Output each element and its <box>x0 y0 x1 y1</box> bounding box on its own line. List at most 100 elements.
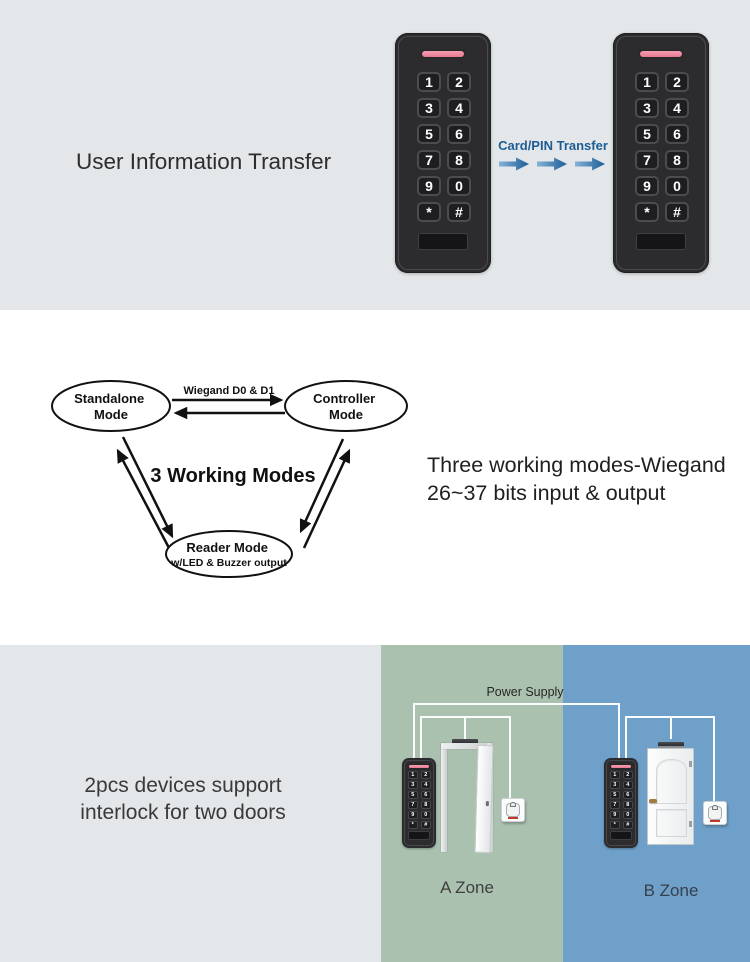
open-door-zone-a <box>474 744 494 854</box>
led-indicator <box>422 51 464 57</box>
keypad-key-5: 5 <box>610 791 620 799</box>
modes-caption: Three working modes-Wiegand 26~37 bits i… <box>427 452 726 507</box>
zone-b-wire-button-drop <box>713 716 715 801</box>
electric-lock-zone-b <box>658 742 684 748</box>
keypad-key-6: 6 <box>421 791 431 799</box>
zone-a-label: A Zone <box>440 878 494 897</box>
section-interlock: 2pcs devices support interlock for two d… <box>0 645 750 962</box>
keypad-key-1: 1 <box>635 72 659 92</box>
interlock-caption: 2pcs devices support interlock for two d… <box>53 773 313 826</box>
interlock-caption-line2: interlock for two doors <box>80 800 286 824</box>
node-controller-mode <box>284 380 408 432</box>
transfer-label: Card/PIN Transfer <box>498 138 608 153</box>
node-standalone-label: Standalone Mode <box>74 391 148 422</box>
keypad-key-2: 2 <box>623 771 633 779</box>
wire-to-keypad-b <box>618 703 620 758</box>
keypad-key-*: * <box>610 821 620 829</box>
led-indicator <box>611 765 631 768</box>
card-reader-window <box>408 831 430 840</box>
door-hinge <box>689 761 692 767</box>
card-reader-window <box>418 233 468 250</box>
keypad-key-2: 2 <box>421 771 431 779</box>
power-supply-label: Power Supply <box>486 685 564 699</box>
keypad-key-2: 2 <box>447 72 471 92</box>
door-handle <box>649 799 657 803</box>
keypad-key-7: 7 <box>610 801 620 809</box>
keypad-key-#: # <box>665 202 689 222</box>
led-indicator <box>409 765 429 768</box>
node-reader-mode <box>165 530 293 578</box>
keypad-key-3: 3 <box>610 781 620 789</box>
keypad-key-1: 1 <box>408 771 418 779</box>
zone-a-wire-keypad-drop <box>420 716 422 758</box>
keypad-key-7: 7 <box>635 150 659 170</box>
zone-b-wire-keypad-drop <box>625 716 627 758</box>
arrow-reader-to-controller <box>302 448 351 549</box>
keypad-key-8: 8 <box>421 801 431 809</box>
arrow-reader-to-standalone <box>116 448 171 549</box>
door-lower-panel <box>656 809 687 837</box>
zone-a-wire-lock-drop <box>464 716 466 740</box>
card-reader-window <box>610 831 632 840</box>
node-controller-label: Controller Mode <box>313 391 379 422</box>
exit-button-indicator <box>710 820 720 822</box>
door-frame-top-zone-a <box>441 743 493 749</box>
keypad-key-7: 7 <box>417 150 441 170</box>
keypad-key-6: 6 <box>623 791 633 799</box>
door-upper-panel <box>656 759 687 804</box>
keypad-key-9: 9 <box>417 176 441 196</box>
keypad-key-4: 4 <box>447 98 471 118</box>
keypad-key-6: 6 <box>447 124 471 144</box>
power-supply-wire <box>413 703 620 705</box>
keypad-key-8: 8 <box>447 150 471 170</box>
keypad-key-1: 1 <box>417 72 441 92</box>
doorbell-icon <box>510 802 516 807</box>
transfer-arrow-icon <box>499 157 529 171</box>
keypad-key-9: 9 <box>610 811 620 819</box>
keypad-key-5: 5 <box>417 124 441 144</box>
interlock-caption-line1: 2pcs devices support <box>84 774 282 797</box>
exit-button-zone-a <box>501 798 525 822</box>
led-indicator <box>640 51 682 57</box>
keypad-key-9: 9 <box>635 176 659 196</box>
exit-button-zone-b <box>703 801 727 825</box>
modes-caption-line1: Three working modes-Wiegand <box>427 453 726 477</box>
keypad-key-6: 6 <box>665 124 689 144</box>
keypad-key-0: 0 <box>447 176 471 196</box>
node-standalone-mode <box>51 380 171 432</box>
transfer-arrow-icon <box>575 157 605 171</box>
keypad-key-4: 4 <box>665 98 689 118</box>
transfer-arrow-icon <box>537 157 567 171</box>
zone-b-label: B Zone <box>643 881 699 900</box>
modes-caption-line2: 26~37 bits input & output <box>427 480 666 505</box>
exit-button-indicator <box>508 817 518 819</box>
zone-a-wire-button-drop <box>509 716 511 798</box>
keypad-key-#: # <box>447 202 471 222</box>
keypad-key-*: * <box>408 821 418 829</box>
keypad-key-0: 0 <box>623 811 633 819</box>
keypad-key-1: 1 <box>610 771 620 779</box>
closed-door-zone-b <box>647 748 694 845</box>
card-reader-window <box>636 233 686 250</box>
keypad-key-3: 3 <box>408 781 418 789</box>
door-hinge <box>689 821 692 827</box>
zone-b-wire-lock-drop <box>670 716 672 739</box>
keypad-key-8: 8 <box>623 801 633 809</box>
wire-to-keypad-a <box>413 703 415 758</box>
keypad-key-0: 0 <box>421 811 431 819</box>
keypad-key-#: # <box>421 821 431 829</box>
keypad-key-5: 5 <box>408 791 418 799</box>
keypad-key-7: 7 <box>408 801 418 809</box>
keypad-key-#: # <box>623 821 633 829</box>
section-working-modes: Standalone Mode Controller Mode Reader M… <box>0 310 750 645</box>
keypad-key-0: 0 <box>665 176 689 196</box>
keypad-key-*: * <box>417 202 441 222</box>
keypad-key-8: 8 <box>665 150 689 170</box>
